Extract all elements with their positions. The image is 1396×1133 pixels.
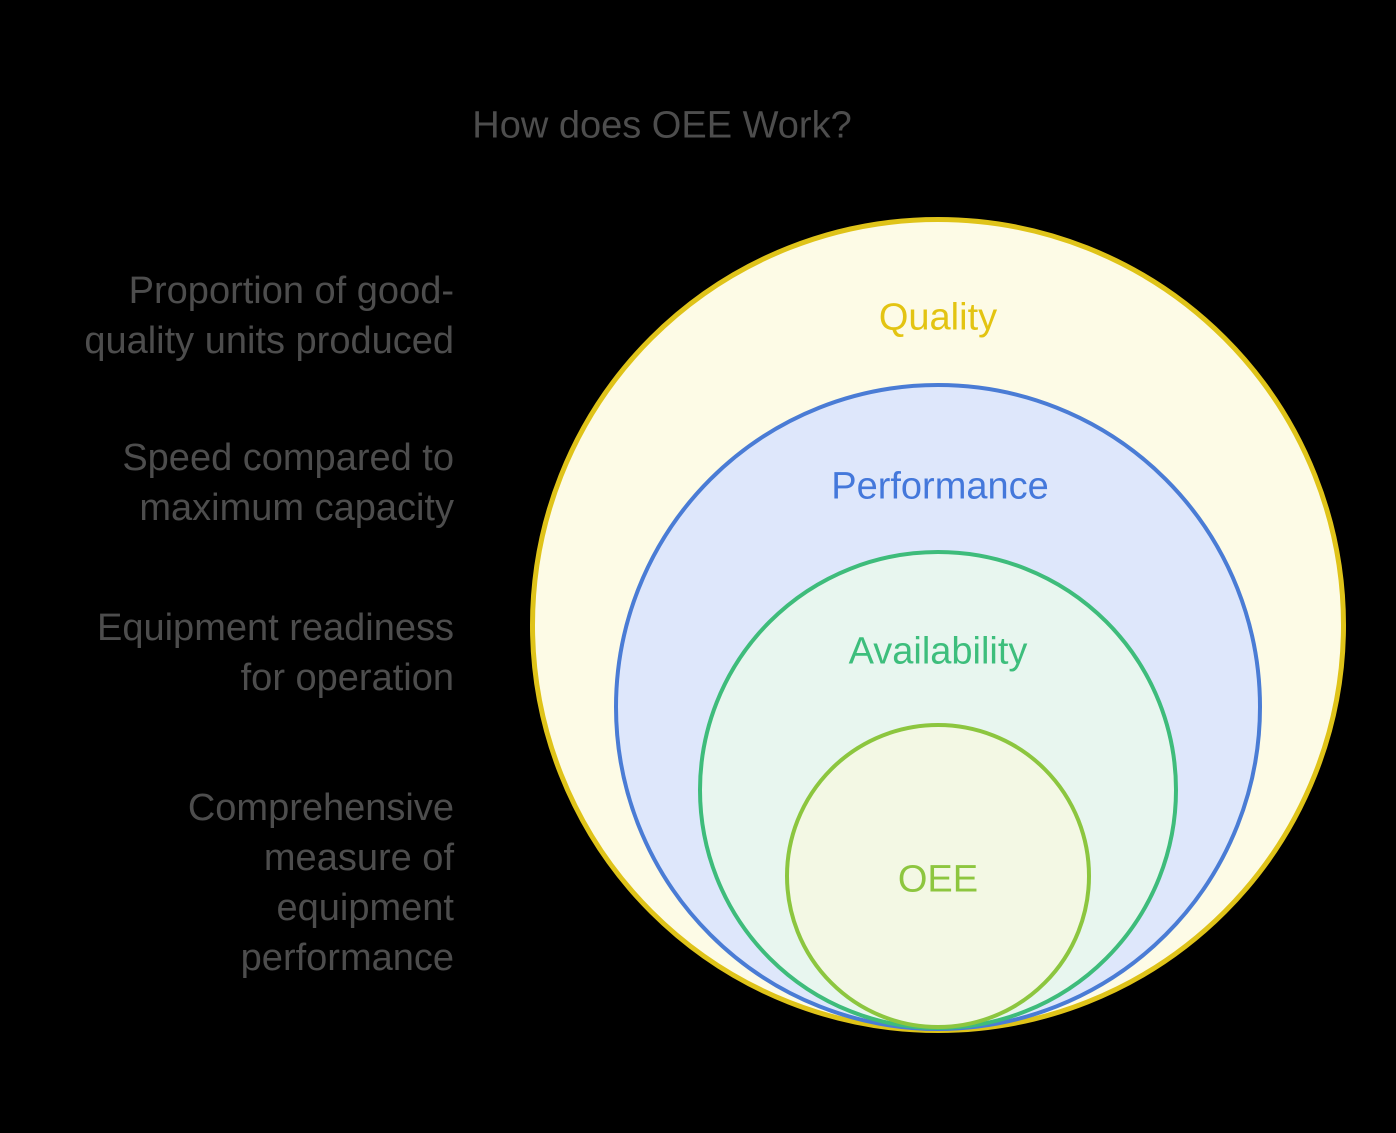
oee-ring [785,723,1091,1029]
quality-ring-label: Quality [878,296,998,339]
availability-ring-label: Availability [848,630,1028,673]
page-title: How does OEE Work? [472,104,852,147]
description-performance: Speed compared to maximum capacity [122,437,454,529]
description-oee: Comprehensive measure of equipment perfo… [187,787,454,979]
oee-ring-label: OEE [897,858,979,901]
performance-ring-label: Performance [831,465,1049,508]
description-availability: Equipment readiness for operation [97,607,454,699]
description-quality: Proportion of good- quality units produc… [84,270,454,362]
